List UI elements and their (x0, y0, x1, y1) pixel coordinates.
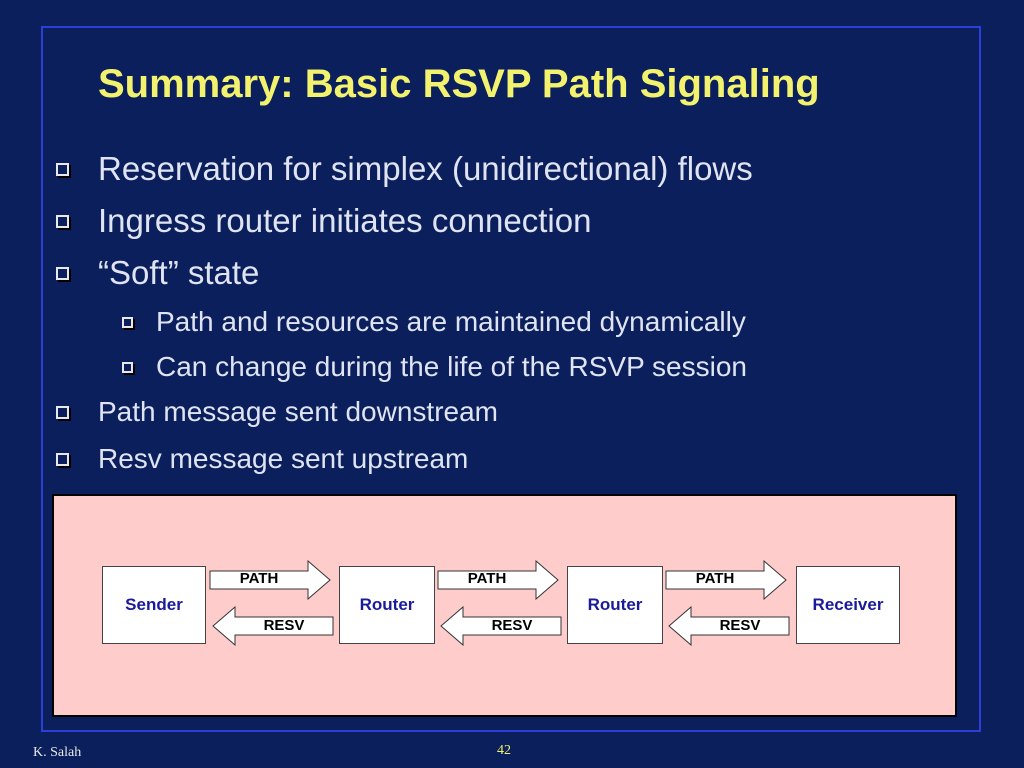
router-node: Router (567, 566, 663, 644)
rsvp-diagram: Sender Router Router Receiver PATH PATH … (52, 494, 957, 717)
node-label: Sender (125, 595, 183, 614)
square-bullet-icon (56, 267, 69, 280)
receiver-node: Receiver (796, 566, 900, 644)
resv-arrow: RESV (440, 606, 562, 646)
resv-label: RESV (719, 617, 761, 634)
resv-arrow: RESV (668, 606, 790, 646)
square-bullet-icon (56, 215, 69, 228)
left-arrow-icon (440, 606, 562, 646)
right-arrow-icon (437, 560, 559, 600)
square-bullet-icon (122, 362, 133, 373)
path-arrow: PATH (437, 560, 559, 600)
path-arrow: PATH (665, 560, 787, 600)
bullet-text: Path and resources are maintained dynami… (156, 306, 746, 337)
router-node: Router (339, 566, 435, 644)
bullet-text: Can change during the life of the RSVP s… (156, 351, 747, 382)
bullet-item: Ingress router initiates connection (56, 202, 592, 240)
bullet-item: Path message sent downstream (56, 396, 498, 428)
square-bullet-icon (56, 406, 69, 419)
bullet-text: Reservation for simplex (unidirectional)… (98, 150, 753, 187)
page-number: 42 (497, 743, 511, 758)
node-label: Router (587, 595, 643, 614)
bullet-item: Reservation for simplex (unidirectional)… (56, 150, 753, 188)
sub-bullet-item: Path and resources are maintained dynami… (122, 306, 746, 338)
bullet-text: Path message sent downstream (98, 396, 498, 427)
square-bullet-icon (56, 453, 69, 466)
resv-label: RESV (263, 617, 305, 634)
sender-node: Sender (102, 566, 206, 644)
bullet-text: Ingress router initiates connection (98, 202, 592, 239)
square-bullet-icon (122, 317, 133, 328)
node-label: Router (359, 595, 415, 614)
bullet-text: Resv message sent upstream (98, 443, 469, 474)
bullet-item: “Soft” state (56, 254, 260, 292)
square-bullet-icon (56, 163, 69, 176)
path-label: PATH (467, 570, 507, 587)
right-arrow-icon (209, 560, 331, 600)
bullet-text: “Soft” state (98, 254, 260, 291)
path-label: PATH (695, 570, 735, 587)
slide-title: Summary: Basic RSVP Path Signaling (98, 62, 820, 106)
path-label: PATH (239, 570, 279, 587)
author-footer: K. Salah (33, 745, 82, 760)
slide-frame (41, 26, 981, 732)
resv-label: RESV (491, 617, 533, 634)
left-arrow-icon (668, 606, 790, 646)
left-arrow-icon (212, 606, 334, 646)
path-arrow: PATH (209, 560, 331, 600)
node-label: Receiver (812, 595, 884, 614)
sub-bullet-item: Can change during the life of the RSVP s… (122, 351, 747, 383)
right-arrow-icon (665, 560, 787, 600)
bullet-item: Resv message sent upstream (56, 443, 469, 475)
resv-arrow: RESV (212, 606, 334, 646)
